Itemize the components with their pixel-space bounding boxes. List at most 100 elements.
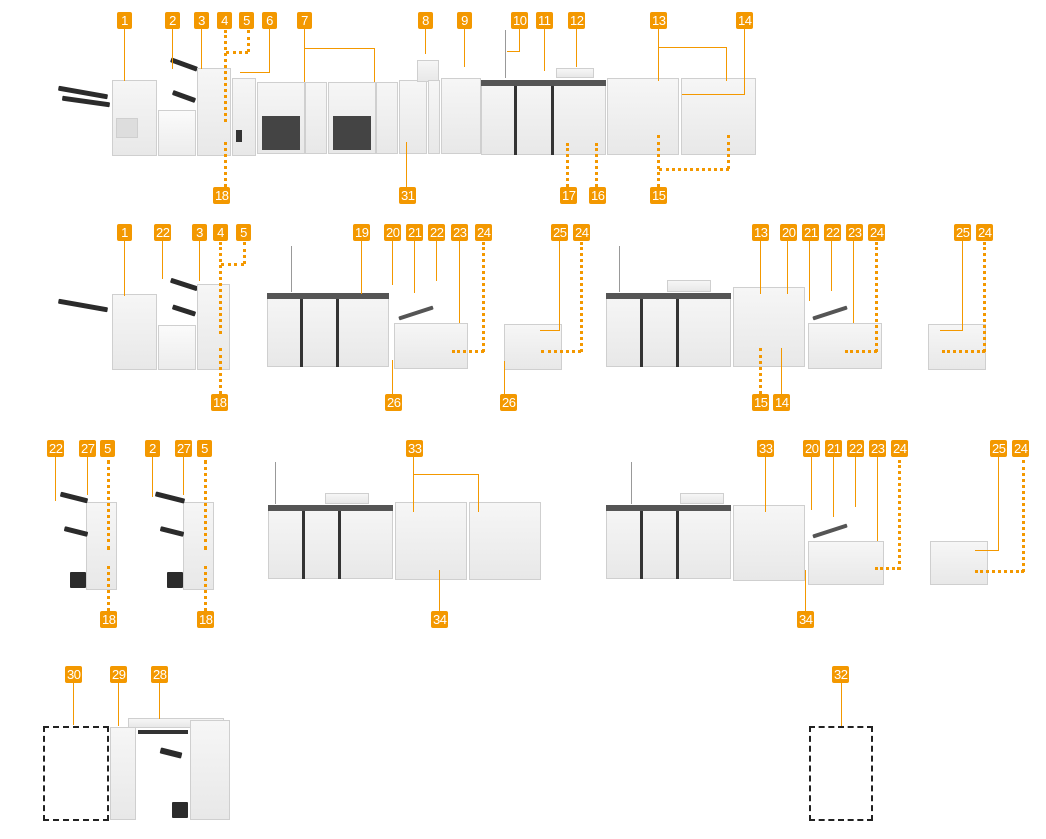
callout-line xyxy=(781,348,782,394)
door-seam xyxy=(676,511,679,579)
callout-dotted-line xyxy=(1022,460,1025,572)
callout-badge: 10 xyxy=(511,12,529,29)
callout-badge: 18 xyxy=(100,611,118,628)
callout-badge: 19 xyxy=(353,224,371,241)
callout-badge: 25 xyxy=(954,224,972,241)
output-tray xyxy=(171,90,197,103)
finisher-unit xyxy=(112,294,157,370)
callout-badge: 18 xyxy=(213,187,231,204)
callout-dotted-line xyxy=(595,143,598,187)
manual-feed-tray xyxy=(812,305,848,321)
callout-line xyxy=(765,457,766,512)
callout-dotted-line xyxy=(243,242,246,264)
pod-deck xyxy=(681,78,756,155)
callout-line xyxy=(392,241,393,285)
callout-line xyxy=(118,683,119,726)
callout-badge: 24 xyxy=(976,224,994,241)
inserter-unit xyxy=(232,78,256,156)
callout-dotted-line xyxy=(221,263,244,266)
callout-badge: 3 xyxy=(194,12,209,29)
callout-badge: 8 xyxy=(418,12,433,29)
callout-line xyxy=(559,241,560,330)
callout-dotted-line xyxy=(942,350,985,353)
callout-badge: 9 xyxy=(457,12,472,29)
callout-dotted-line xyxy=(219,242,222,334)
finisher-unit xyxy=(190,720,230,820)
callout-dotted-line xyxy=(482,242,485,352)
callout-line xyxy=(304,29,305,82)
main-unit-top xyxy=(606,293,731,299)
callout-badge: 32 xyxy=(832,666,850,683)
callout-line xyxy=(940,330,963,331)
callout-badge: 14 xyxy=(773,394,791,411)
callout-line xyxy=(787,241,788,294)
finisher-unit xyxy=(158,110,196,156)
callout-badge: 28 xyxy=(151,666,169,683)
callout-line xyxy=(159,683,160,719)
main-unit xyxy=(606,293,731,367)
callout-line xyxy=(183,457,184,495)
callout-line xyxy=(519,29,520,51)
feeder xyxy=(667,280,711,292)
callout-badge: 26 xyxy=(500,394,518,411)
callout-dotted-line xyxy=(226,51,248,54)
door-seam xyxy=(514,86,517,155)
callout-line xyxy=(540,330,560,331)
callout-dotted-line xyxy=(898,460,901,570)
callout-badge: 22 xyxy=(824,224,842,241)
callout-badge: 5 xyxy=(236,224,251,241)
paper-deck xyxy=(928,324,986,370)
callout-badge: 17 xyxy=(560,187,578,204)
callout-badge: 12 xyxy=(568,12,586,29)
callout-dotted-line xyxy=(224,30,227,122)
interface-panel xyxy=(236,130,242,142)
status-pole xyxy=(619,246,620,292)
callout-line xyxy=(726,47,727,81)
finisher-unit xyxy=(158,325,196,370)
callout-dotted-line xyxy=(224,142,227,187)
main-unit-top xyxy=(268,505,393,511)
pod-deck xyxy=(469,502,541,580)
callout-badge: 2 xyxy=(145,440,160,457)
callout-badge: 31 xyxy=(399,187,417,204)
callout-dotted-line xyxy=(659,168,729,171)
output-tray xyxy=(171,304,197,317)
callout-badge: 18 xyxy=(211,394,229,411)
callout-line xyxy=(414,241,415,293)
callout-badge: 33 xyxy=(757,440,775,457)
main-unit xyxy=(481,80,606,155)
callout-badge: 34 xyxy=(797,611,815,628)
callout-badge: 33 xyxy=(406,440,424,457)
optional-unit-outline xyxy=(43,726,109,821)
callout-line xyxy=(841,683,842,726)
callout-line xyxy=(124,29,125,81)
output-tray xyxy=(70,572,86,588)
callout-line xyxy=(853,241,854,323)
callout-line xyxy=(811,457,812,510)
callout-badge: 24 xyxy=(868,224,886,241)
callout-line xyxy=(413,457,414,512)
callout-badge: 5 xyxy=(239,12,254,29)
callout-line xyxy=(361,241,362,294)
high-capacity-stacker xyxy=(441,78,481,154)
callout-dotted-line xyxy=(727,135,730,169)
pod-deck xyxy=(733,505,805,581)
callout-dotted-line xyxy=(107,460,110,550)
callout-badge: 5 xyxy=(100,440,115,457)
callout-badge: 27 xyxy=(79,440,97,457)
callout-line xyxy=(998,457,999,550)
status-pole xyxy=(505,30,506,78)
callout-badge: 16 xyxy=(589,187,607,204)
callout-line xyxy=(374,48,375,82)
output-tray xyxy=(154,491,186,504)
paper-deck xyxy=(808,541,884,585)
callout-dotted-line xyxy=(452,350,484,353)
output-tray xyxy=(59,491,89,504)
callout-badge: 24 xyxy=(1012,440,1030,457)
callout-line xyxy=(172,29,173,69)
callout-line xyxy=(199,241,200,281)
callout-dotted-line xyxy=(566,143,569,187)
callout-badge: 2 xyxy=(165,12,180,29)
callout-badge: 21 xyxy=(802,224,820,241)
callout-line xyxy=(682,94,745,95)
